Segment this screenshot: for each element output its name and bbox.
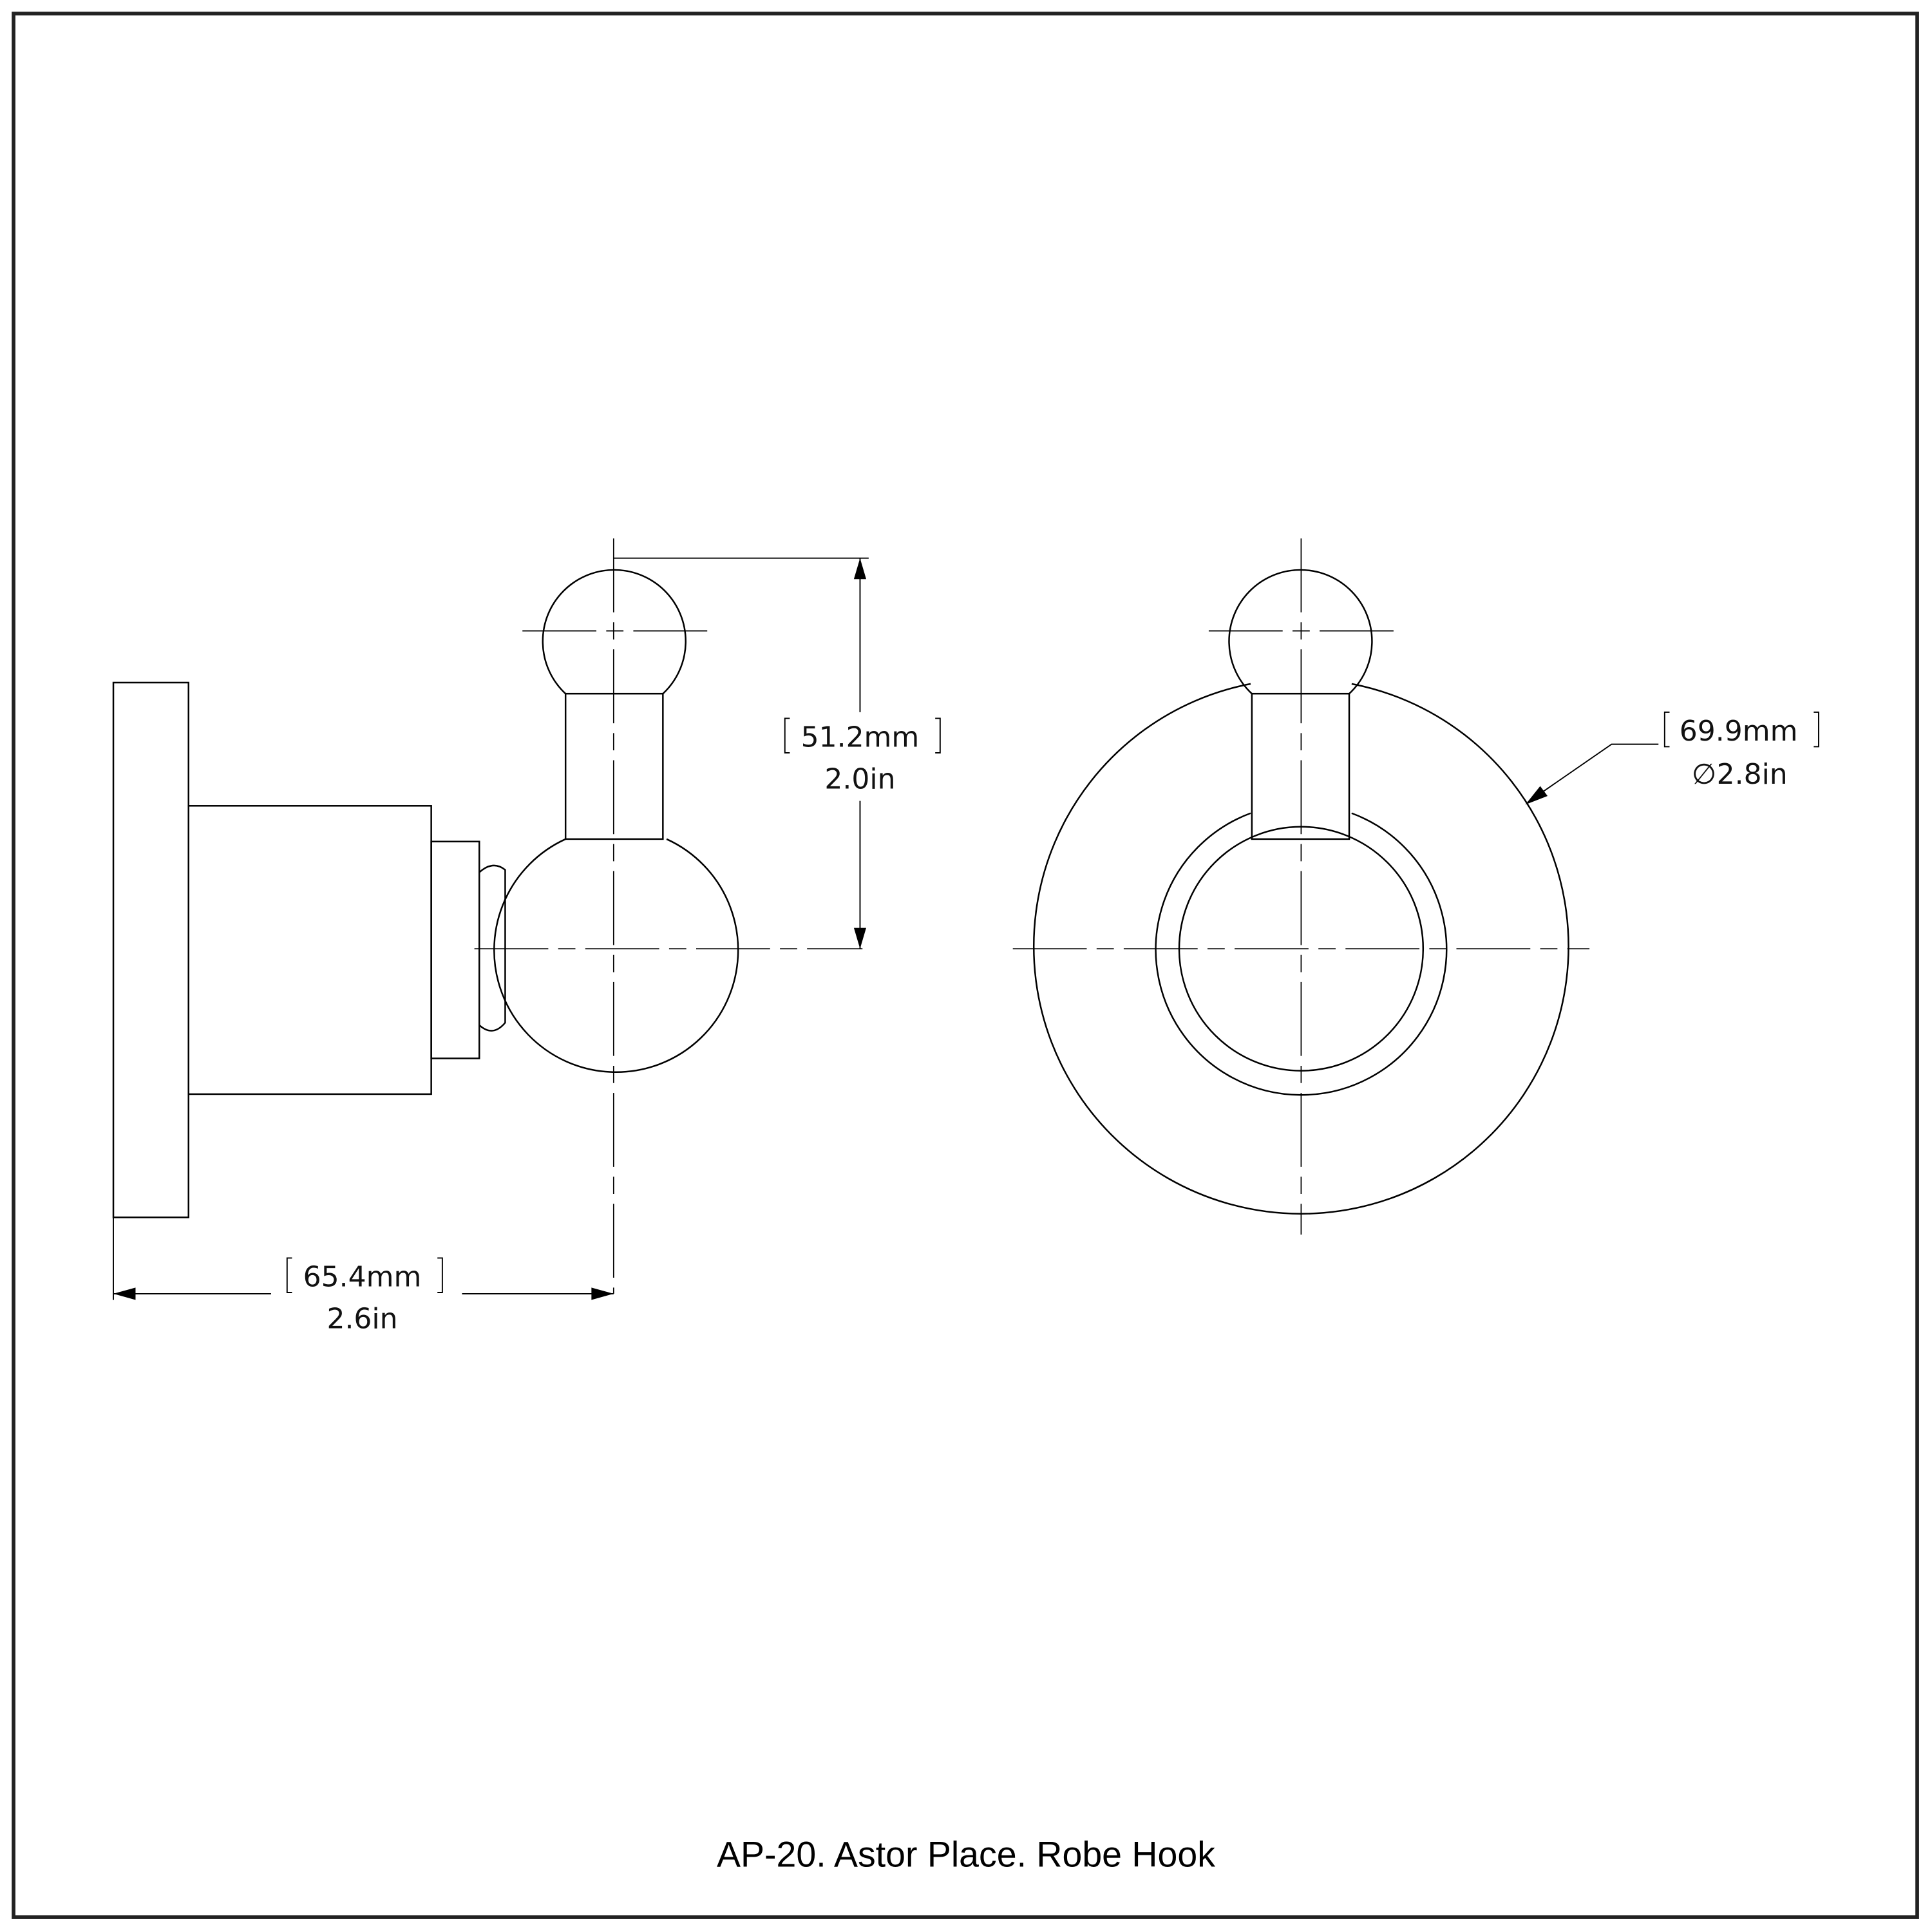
height-dimension-label: 51.2mm 2.0in	[784, 717, 941, 795]
svg-text:2.0in: 2.0in	[824, 762, 895, 795]
svg-text:51.2mm: 51.2mm	[801, 721, 920, 753]
diameter-symbol: ∅	[1692, 758, 1716, 791]
svg-text:2.8in: 2.8in	[1717, 758, 1788, 791]
diameter-dimension-label: 69.9mm ∅ 2.8in	[1663, 711, 1819, 791]
side-view	[112, 538, 869, 1300]
depth-dimension-label: 65.4mm 2.6in	[286, 1257, 443, 1335]
drawing-frame	[12, 12, 1919, 1919]
svg-text:2.6in: 2.6in	[327, 1302, 397, 1335]
svg-text:69.9mm: 69.9mm	[1680, 715, 1798, 748]
svg-text:65.4mm: 65.4mm	[303, 1260, 422, 1293]
drawing-title: AP-20. Astor Place. Robe Hook	[717, 1835, 1215, 1875]
front-view	[1012, 538, 1659, 1235]
